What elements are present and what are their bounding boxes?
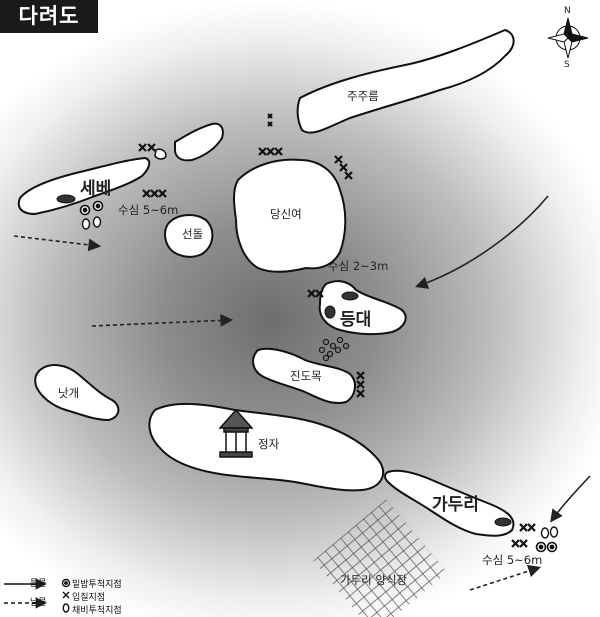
island-jindomok — [252, 347, 356, 404]
fish-farm-label: 가두리 양식장 — [340, 573, 408, 587]
legend-bite-point: 입질지점 — [72, 593, 106, 603]
legend-flood: 들물 — [30, 579, 47, 589]
pavilion-icon — [218, 408, 254, 458]
island-natgae — [34, 364, 120, 422]
bite-point-markers — [138, 113, 536, 548]
depth-label-sebe: 수심 5~6m — [118, 203, 179, 217]
flood-current-arrow-east — [414, 195, 549, 289]
legend-tackle-cast: 채비투척지점 — [72, 606, 122, 616]
compass-north-label: N — [564, 6, 571, 16]
island-jujureum — [296, 28, 515, 134]
islet-sebe-north — [174, 122, 224, 162]
island-label-sebe: 세베 — [80, 179, 112, 199]
islet-sebe-small — [154, 148, 167, 160]
legend-bottom-fishing: 밑밥투척지점 — [72, 580, 122, 590]
island-label-gaduri: 가두리 — [432, 495, 479, 515]
island-label-jujureum: 주주름 — [347, 89, 379, 103]
island-seondol — [164, 214, 214, 258]
chum-point-markers — [79, 200, 558, 553]
legend-symbols — [4, 578, 71, 613]
angler-spots — [56, 194, 512, 527]
island-label-jeongja: 정자 — [258, 437, 280, 451]
reef-rocks — [318, 336, 350, 362]
island-dangsinyeo — [233, 158, 347, 273]
compass-rose-icon — [547, 17, 589, 59]
legend-ebb: 날물 — [30, 598, 47, 608]
island-jeongja — [148, 402, 385, 492]
ebb-current-arrow-west — [13, 235, 102, 252]
depth-label-deungdae: 수심 2~3m — [328, 259, 389, 273]
tackle-cast-markers — [81, 216, 559, 539]
map-title: 다려도 — [0, 0, 98, 33]
flood-current-arrow-southeast — [550, 475, 591, 523]
island-gaduri — [384, 469, 515, 537]
island-label-deungdae: 등대 — [340, 310, 372, 330]
ebb-current-arrow-gaduri — [469, 564, 542, 591]
island-deungdae — [318, 280, 407, 336]
island-label-natgae: 낫개 — [58, 386, 80, 400]
compass-south-label: S — [564, 60, 570, 70]
fish-farm-grid — [313, 499, 448, 617]
island-sebe — [17, 156, 151, 216]
island-label-seondol: 선돌 — [182, 227, 204, 241]
ebb-current-arrow-middle — [91, 314, 234, 327]
island-label-jindomok: 진도목 — [290, 369, 322, 383]
depth-label-gaduri: 수심 5~6m — [482, 553, 543, 567]
island-label-dangsinyeo: 당신여 — [270, 207, 302, 221]
